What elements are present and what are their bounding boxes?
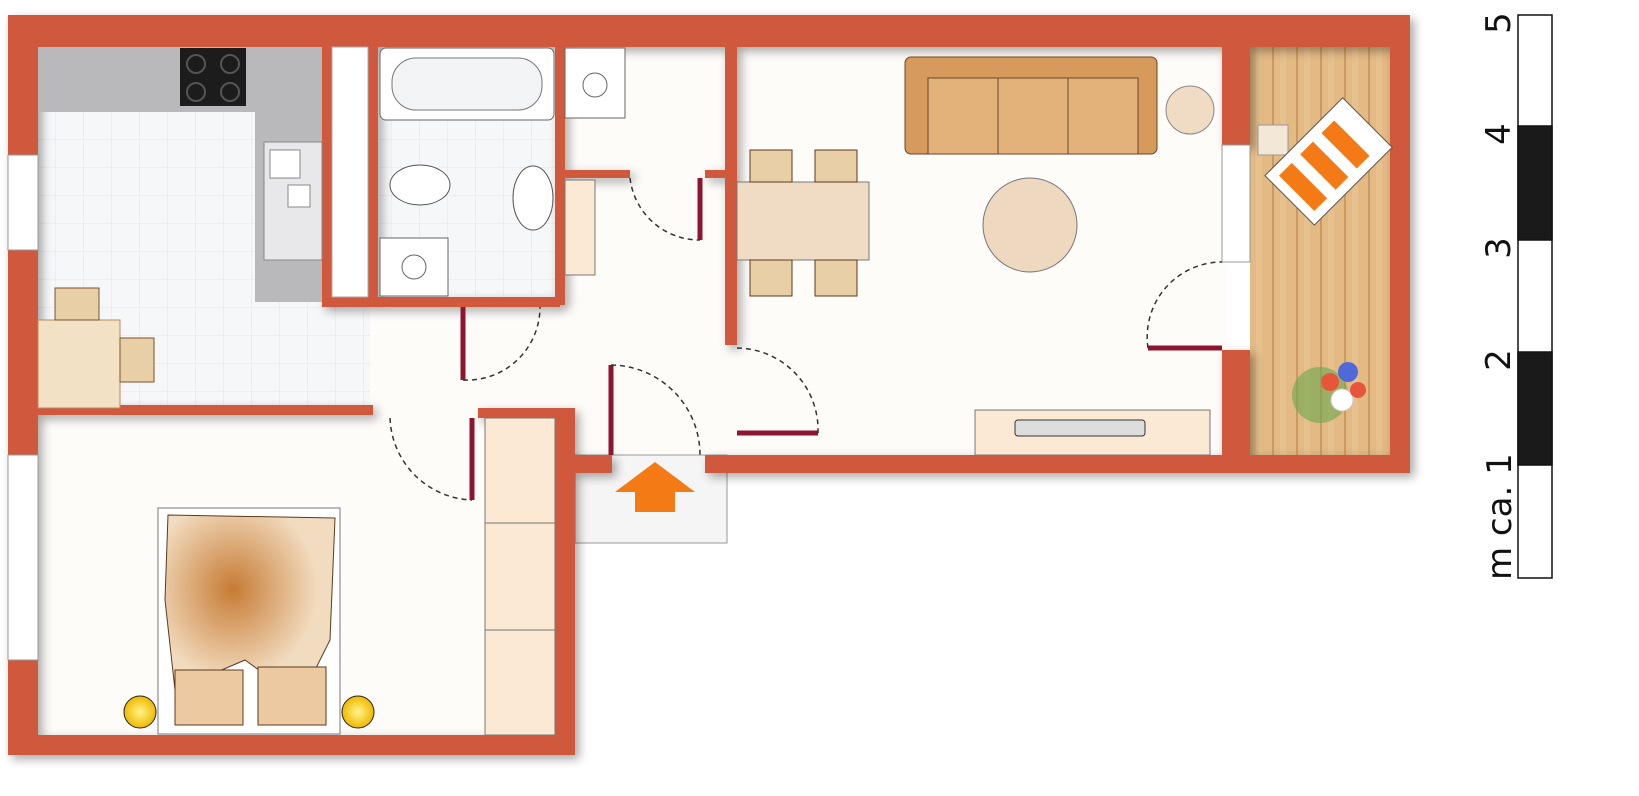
living-room	[736, 56, 1215, 456]
scale-unit-label: m ca. 1	[1480, 453, 1520, 580]
kitchen-window	[7, 154, 39, 251]
balcony	[1257, 97, 1393, 423]
hall-cabinet	[564, 179, 596, 276]
bedroom-window	[7, 454, 39, 661]
balcony-stool	[1257, 124, 1289, 156]
chair-icon	[119, 337, 155, 383]
scale-bar	[1517, 14, 1553, 579]
scale-mark-4: 4	[1478, 123, 1519, 145]
tv-icon	[1014, 419, 1146, 437]
kitchen	[37, 47, 323, 409]
pillow	[174, 669, 244, 726]
deck-chair-icon	[1264, 97, 1393, 226]
kitchen-table	[37, 319, 121, 409]
flowers-icon	[1292, 362, 1366, 423]
side-table-icon	[1165, 85, 1215, 135]
windows	[7, 144, 1251, 661]
scale-mark-3: 3	[1478, 237, 1519, 259]
bedroom	[123, 417, 556, 736]
shaft-closet	[331, 46, 369, 298]
scale-segment-dark	[1517, 125, 1553, 241]
door-swings	[389, 177, 1223, 501]
scale-segment-dark	[1517, 351, 1553, 466]
dining-chairs	[749, 149, 858, 297]
lamp-icon	[123, 695, 157, 729]
balcony-window	[1221, 144, 1251, 263]
scale-mark-2: 2	[1478, 349, 1519, 371]
entry-arrow-icon	[615, 462, 695, 512]
scale-mark-5: 5	[1478, 12, 1519, 34]
coffee-table-icon	[982, 177, 1078, 273]
wardrobe	[484, 417, 556, 736]
washing-machine-icon	[379, 237, 449, 297]
dryer-icon	[564, 47, 626, 119]
washbasin-icon	[512, 165, 554, 231]
pillow	[257, 666, 327, 726]
chair-icon	[54, 287, 100, 321]
dining-table	[736, 181, 870, 261]
doors	[460, 178, 1222, 500]
bathroom	[331, 46, 626, 298]
walls	[8, 15, 1410, 755]
lamp-icon	[341, 695, 375, 729]
toilet-icon	[389, 164, 451, 206]
